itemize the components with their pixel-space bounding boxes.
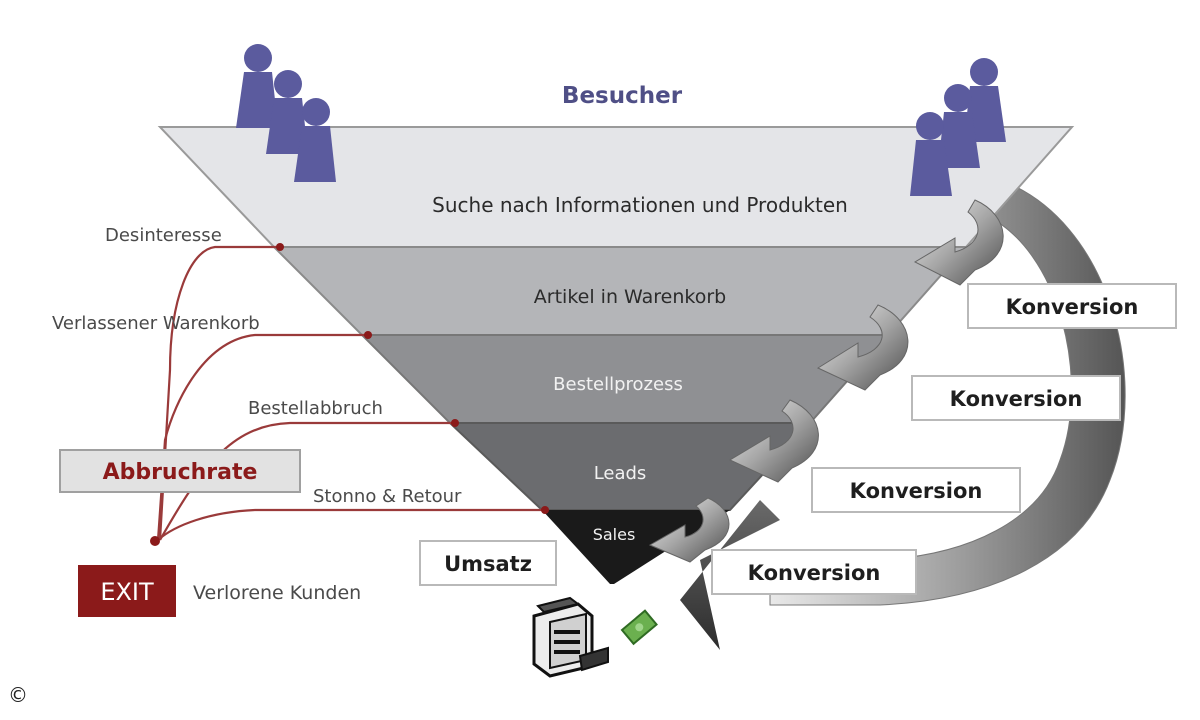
umsatz-label: Umsatz xyxy=(444,552,532,576)
konversion-box: Konversion xyxy=(911,375,1121,421)
funnel-level-5-label: Sales xyxy=(593,525,636,544)
cash-register-icon xyxy=(532,596,609,678)
curved-arrow-icon xyxy=(648,497,730,563)
dropoff-label-bestellabbruch: Bestellabbruch xyxy=(248,398,383,419)
dropoff-label-warenkorb: Verlassener Warenkorb xyxy=(52,313,260,334)
abbruchrate-box: Abbruchrate xyxy=(59,449,301,493)
funnel-level-3-label: Bestellprozess xyxy=(553,374,683,395)
curved-arrow-icon xyxy=(728,399,819,483)
konversion-label: Konversion xyxy=(748,561,881,585)
umsatz-box: Umsatz xyxy=(419,540,557,586)
banknote-icon xyxy=(620,609,658,646)
person-icon xyxy=(910,58,1006,196)
exit-label: EXIT xyxy=(100,578,154,606)
dropoff-label-storno: Stonno & Retour xyxy=(313,486,462,507)
person-icon xyxy=(236,44,336,182)
exit-caption: Verlorene Kunden xyxy=(193,582,361,604)
konversion-box: Konversion xyxy=(711,549,917,595)
exit-box: EXIT xyxy=(78,565,176,617)
curved-arrow-icon xyxy=(816,304,909,391)
konversion-label: Konversion xyxy=(950,387,1083,411)
funnel-level-1-label: Suche nach Informationen und Produkten xyxy=(432,193,848,217)
konversion-box: Konversion xyxy=(811,467,1021,513)
funnel-level-4-label: Leads xyxy=(594,463,647,484)
abbruchrate-label: Abbruchrate xyxy=(103,460,258,485)
diagram-title: Besucher xyxy=(562,83,683,109)
funnel-level-2-label: Artikel in Warenkorb xyxy=(534,286,726,308)
konversion-label: Konversion xyxy=(850,479,983,503)
funnel xyxy=(157,126,1075,584)
copyright-mark: © xyxy=(8,683,28,707)
konversion-label: Konversion xyxy=(1006,295,1139,319)
dropoff-label-desinteresse: Desinteresse xyxy=(105,225,222,246)
curved-arrow-icon xyxy=(913,199,1004,286)
konversion-box: Konversion xyxy=(967,283,1177,329)
